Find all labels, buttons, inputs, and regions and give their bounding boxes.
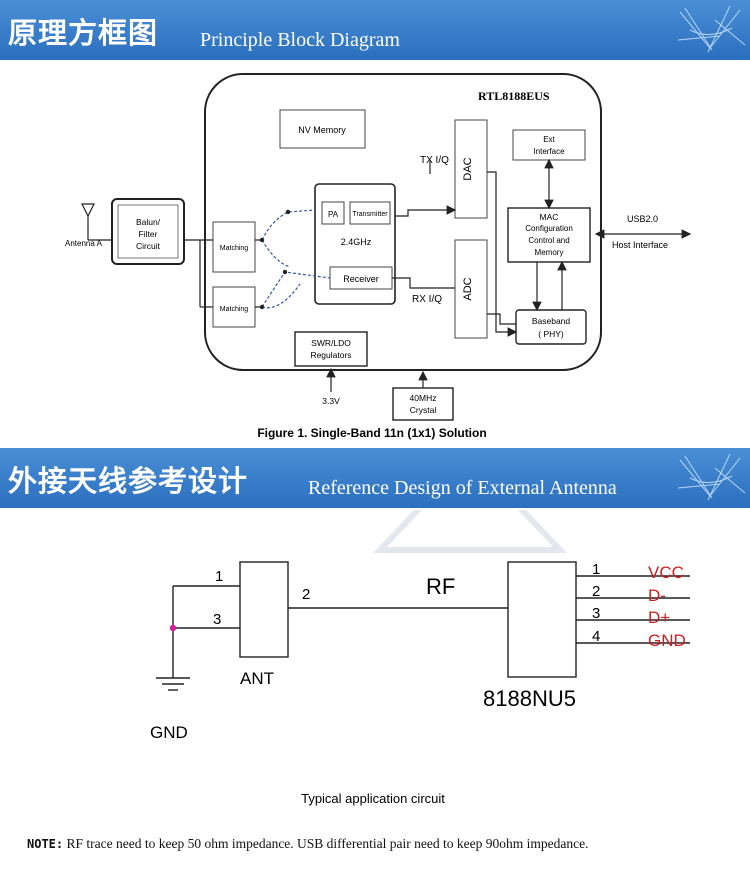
voltage-label: 3.3V — [322, 396, 340, 406]
chip-pin-num-2: 2 — [592, 583, 600, 600]
matching-label-bottom: Matching — [220, 306, 249, 313]
transmitter-label: Transmitter — [352, 211, 388, 218]
banner-title-en: Reference Design of External Antenna — [308, 477, 617, 499]
note-text: RF trace need to keep 50 ohm impedance. … — [66, 836, 589, 851]
gnd-label: GND — [150, 723, 188, 742]
banner-title-cn: 原理方框图 — [8, 16, 159, 50]
mac-label-3: Control and — [528, 236, 569, 245]
mac-label-1: MAC — [540, 212, 559, 222]
swr-label-1: SWR/LDO — [311, 338, 351, 348]
baseband-label-2: ( PHY) — [538, 329, 564, 339]
antenna-icon — [81, 203, 95, 240]
adc-block — [454, 239, 488, 339]
application-circuit: ANT 1 3 GND 2 RF 8188NU5 1 2 3 4 VCC D- … — [150, 510, 690, 806]
matching-block-top — [212, 221, 256, 273]
decorative-burst-icon — [677, 453, 746, 501]
ext-interface-block — [512, 129, 586, 161]
frequency-label: 2.4GHz — [341, 237, 372, 247]
dac-block — [454, 119, 488, 219]
figure-caption: Figure 1. Single-Band 11n (1x1) Solution — [257, 426, 486, 440]
section-banner-antenna: 外接天线参考设计 Reference Design of External An… — [0, 448, 750, 508]
ant-pin-3: 3 — [213, 611, 221, 628]
nv-memory-block — [279, 109, 366, 149]
balun-label-3: Circuit — [136, 241, 161, 251]
pa-label: PA — [328, 210, 339, 219]
swr-ldo-block — [294, 331, 368, 367]
balun-label-2: Filter — [139, 229, 158, 239]
antenna-label: Antenna A — [65, 239, 103, 248]
ant-pin-2: 2 — [302, 586, 310, 603]
chip-pin-name-vcc: VCC — [648, 563, 684, 582]
chip-label: 8188NU5 — [483, 686, 576, 711]
chip-8188nu5 — [507, 561, 577, 678]
baseband-label-1: Baseband — [532, 316, 571, 326]
banner-title-en: Principle Block Diagram — [200, 29, 400, 51]
chip-pin-num-4: 4 — [592, 628, 600, 645]
pa-block — [321, 201, 345, 225]
ext-interface-label-2: Interface — [533, 147, 565, 156]
balun-label-1: Balun/ — [136, 217, 161, 227]
section-banner-principle: 原理方框图 Principle Block Diagram — [0, 0, 750, 60]
swr-label-2: Regulators — [310, 350, 351, 360]
host-interface-label: Host Interface — [612, 240, 668, 250]
mac-label-4: Memory — [535, 248, 564, 257]
usb-label: USB2.0 — [627, 214, 658, 224]
note-label: NOTE: — [27, 837, 64, 851]
chip-name: RTL8188EUS — [478, 89, 550, 103]
transmitter-block — [349, 201, 391, 225]
ground-icon — [156, 677, 190, 691]
chip-pin-name-gnd: GND — [648, 631, 686, 650]
chip-pin-name-dplus: D+ — [648, 608, 670, 627]
block-diagram: RTL8188EUS NV Memory DAC ADC TX I/Q RX I… — [65, 73, 692, 440]
impedance-note: NOTE: RF trace need to keep 50 ohm imped… — [27, 836, 588, 852]
circuit-caption: Typical application circuit — [301, 791, 445, 806]
crystal-label-2: Crystal — [410, 405, 437, 415]
junction-dot — [169, 624, 177, 632]
rf-label: RF — [426, 574, 455, 599]
decorative-burst-icon — [677, 5, 746, 53]
chip-pin-num-3: 3 — [592, 605, 600, 622]
receiver-label: Receiver — [343, 274, 379, 284]
baseband-block — [515, 309, 587, 345]
nv-memory-label: NV Memory — [298, 125, 346, 135]
mac-label-2: Configuration — [525, 224, 573, 233]
ext-interface-label-1: Ext — [543, 135, 555, 144]
chip-pin-name-dminus: D- — [648, 586, 666, 605]
tx-iq-label: TX I/Q — [420, 155, 449, 166]
banner-title-cn: 外接天线参考设计 — [8, 464, 249, 498]
ant-label: ANT — [240, 669, 274, 688]
rx-iq-label: RX I/Q — [412, 294, 442, 305]
mac-block — [507, 207, 591, 263]
matching-label-top: Matching — [220, 245, 249, 252]
watermark-shape — [373, 510, 567, 553]
adc-label: ADC — [462, 277, 474, 300]
chip-pin-num-1: 1 — [592, 561, 600, 578]
ant-connector — [239, 561, 289, 658]
ant-pin-1: 1 — [215, 568, 223, 585]
crystal-label-1: 40MHz — [410, 393, 437, 403]
dac-label: DAC — [462, 157, 474, 180]
